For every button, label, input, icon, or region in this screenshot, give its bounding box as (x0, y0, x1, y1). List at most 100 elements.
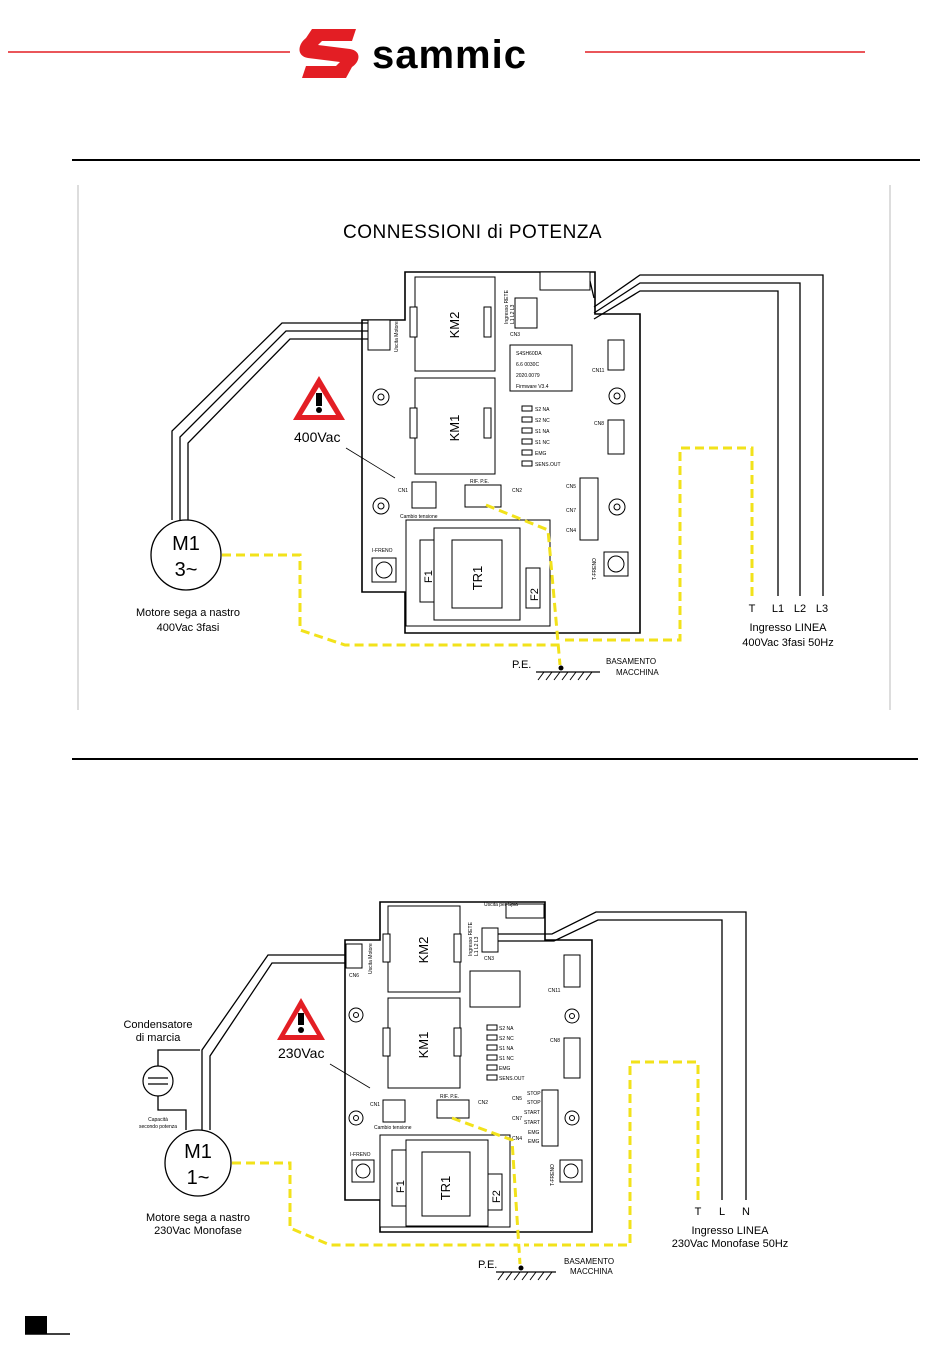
terminal-n: N (742, 1206, 750, 1218)
terminal-l2: L2 (794, 603, 806, 615)
led-label-3: S1 NA (499, 1046, 514, 1052)
page-marker (25, 1316, 47, 1334)
motor-caption-2: 230Vac Monofase (154, 1225, 242, 1237)
terminal-t: T (695, 1206, 702, 1218)
cn11-label: CN11 (548, 988, 561, 994)
cn-pin-label: STOP (527, 1091, 541, 1097)
base-caption-1: BASAMENTO (564, 1257, 614, 1266)
cn-pin-label: START (524, 1120, 540, 1126)
motor-symbol: M1 (172, 533, 200, 555)
rif-pe-connector (436, 1099, 470, 1119)
rif-pe-connector (464, 484, 502, 508)
ground-hatch-icon (497, 1271, 553, 1281)
trimmer-knob-icon (563, 1163, 579, 1179)
transformer-core (421, 1151, 471, 1217)
diagram-title: CONNESSIONI di POTENZA (343, 222, 602, 243)
motor-wire-2 (179, 330, 368, 520)
warning-triangle-icon (293, 376, 345, 420)
relay-module (469, 970, 521, 1008)
t-freno-label: T-FRENO (592, 558, 598, 580)
t-freno-label: T-FRENO (550, 1164, 556, 1186)
relay-km2: KM2 (409, 276, 496, 372)
relay-km1: KM1 (409, 377, 496, 475)
line-wire-l (498, 919, 723, 1200)
fuse-f2-label: F2 (491, 1190, 503, 1203)
voltage-change-connector-cn1 (382, 1099, 406, 1123)
led-status-list: S2 NA S2 NC S1 NA S1 NC EMG SENS.OUT (521, 405, 561, 468)
page-header: sammic (8, 29, 865, 78)
cn5-label: CN5 (566, 484, 576, 490)
firmware-sticker (509, 344, 573, 392)
cn4-label: CN4 (512, 1136, 522, 1142)
cn6-label: CN6 (349, 973, 359, 979)
pe-label: P.E. (512, 659, 531, 671)
mounting-hole-inner (613, 503, 621, 511)
sammic-logo-icon (299, 29, 359, 78)
cn8-label: CN8 (594, 421, 604, 427)
led-label-4: S1 NC (535, 440, 550, 446)
mounting-hole-inner (353, 1012, 359, 1018)
relay-km2-label: KM2 (447, 312, 462, 339)
cn1-label: CN1 (370, 1102, 380, 1108)
capacitor-caption-1: Condensatore (123, 1019, 192, 1031)
motor-m1 (150, 519, 222, 591)
led-label-1: S2 NA (535, 407, 550, 413)
rif-pe-label: RIF. P.E. (440, 1094, 459, 1100)
motor-caption-1: Motore sega a nastro (146, 1212, 250, 1224)
cn-pin-label: EMG (528, 1130, 540, 1136)
pe-wire-board (485, 503, 562, 666)
cn5-cn7-cn4-connector (541, 1089, 559, 1147)
line-wire-n (498, 911, 747, 1200)
led-label-3: S1 NA (535, 429, 550, 435)
pe-label: P.E. (478, 1259, 497, 1271)
trimmer-knob-icon (375, 561, 393, 579)
cn-pin-label: START (524, 1110, 540, 1116)
line-caption-1: Ingresso LINEA (691, 1225, 769, 1237)
mains-phase-label: L1 L2 L3 (510, 304, 516, 324)
transformer-core (451, 539, 503, 609)
capacitor-wire-bottom (157, 1096, 187, 1130)
run-capacitor-icon (142, 1065, 174, 1097)
relay-km2: KM2 (382, 905, 462, 993)
fuse-f1-label: F1 (423, 570, 435, 583)
line-wire-l2 (593, 282, 801, 596)
rif-pe-label: RIF. P.E. (470, 479, 489, 485)
voltage-change-label: Cambio tensione (374, 1125, 412, 1131)
cn8-connector (563, 1037, 581, 1079)
capacitor-caption-2: di marcia (136, 1032, 182, 1044)
pe-wire-line (524, 1060, 700, 1247)
warning-pointer (329, 1063, 371, 1089)
cn-pin-label: EMG (528, 1139, 540, 1145)
line-wire-l1 (593, 290, 779, 596)
fuse-f1-label: F1 (395, 1180, 407, 1193)
cn3-label: CN3 (484, 956, 494, 962)
led-label-4: S1 NC (499, 1056, 514, 1062)
lamp-connector (505, 903, 545, 919)
pe-wire-board (451, 1116, 522, 1265)
cn1-label: CN1 (398, 488, 408, 494)
pe-node (558, 665, 564, 671)
terminal-t: T (749, 603, 756, 615)
mounting-hole-inner (569, 1013, 575, 1019)
led-label-5: EMG (499, 1066, 511, 1072)
cn8-label: CN8 (550, 1038, 560, 1044)
warning-voltage: 400Vac (294, 429, 340, 445)
sticker-line-4: Firmware V3.4 (516, 384, 549, 390)
transformer-label: TR1 (470, 566, 485, 591)
led-label-1: S2 NA (499, 1026, 514, 1032)
led-label-6: SENS.OUT (535, 462, 561, 468)
voltage-change-label: Cambio tensione (400, 514, 438, 520)
mains-in-label: Ingresso RETE (504, 289, 510, 324)
base-caption-2: MACCHINA (570, 1267, 613, 1276)
brand-name: sammic (372, 33, 527, 77)
line-caption-1: Ingresso LINEA (749, 622, 827, 634)
mounting-hole-inner (377, 502, 385, 510)
cn3-label: CN3 (510, 332, 520, 338)
motor-out-label: Uscita Motore (394, 321, 400, 352)
mounting-hole-inner (569, 1115, 575, 1121)
led-label-2: S2 NC (499, 1036, 514, 1042)
fuse-f2-label: F2 (529, 588, 541, 601)
terminal-l1: L1 (772, 603, 784, 615)
pe-wire-motor (222, 553, 560, 647)
capacitor-note-2: secondo potenza (139, 1124, 177, 1130)
